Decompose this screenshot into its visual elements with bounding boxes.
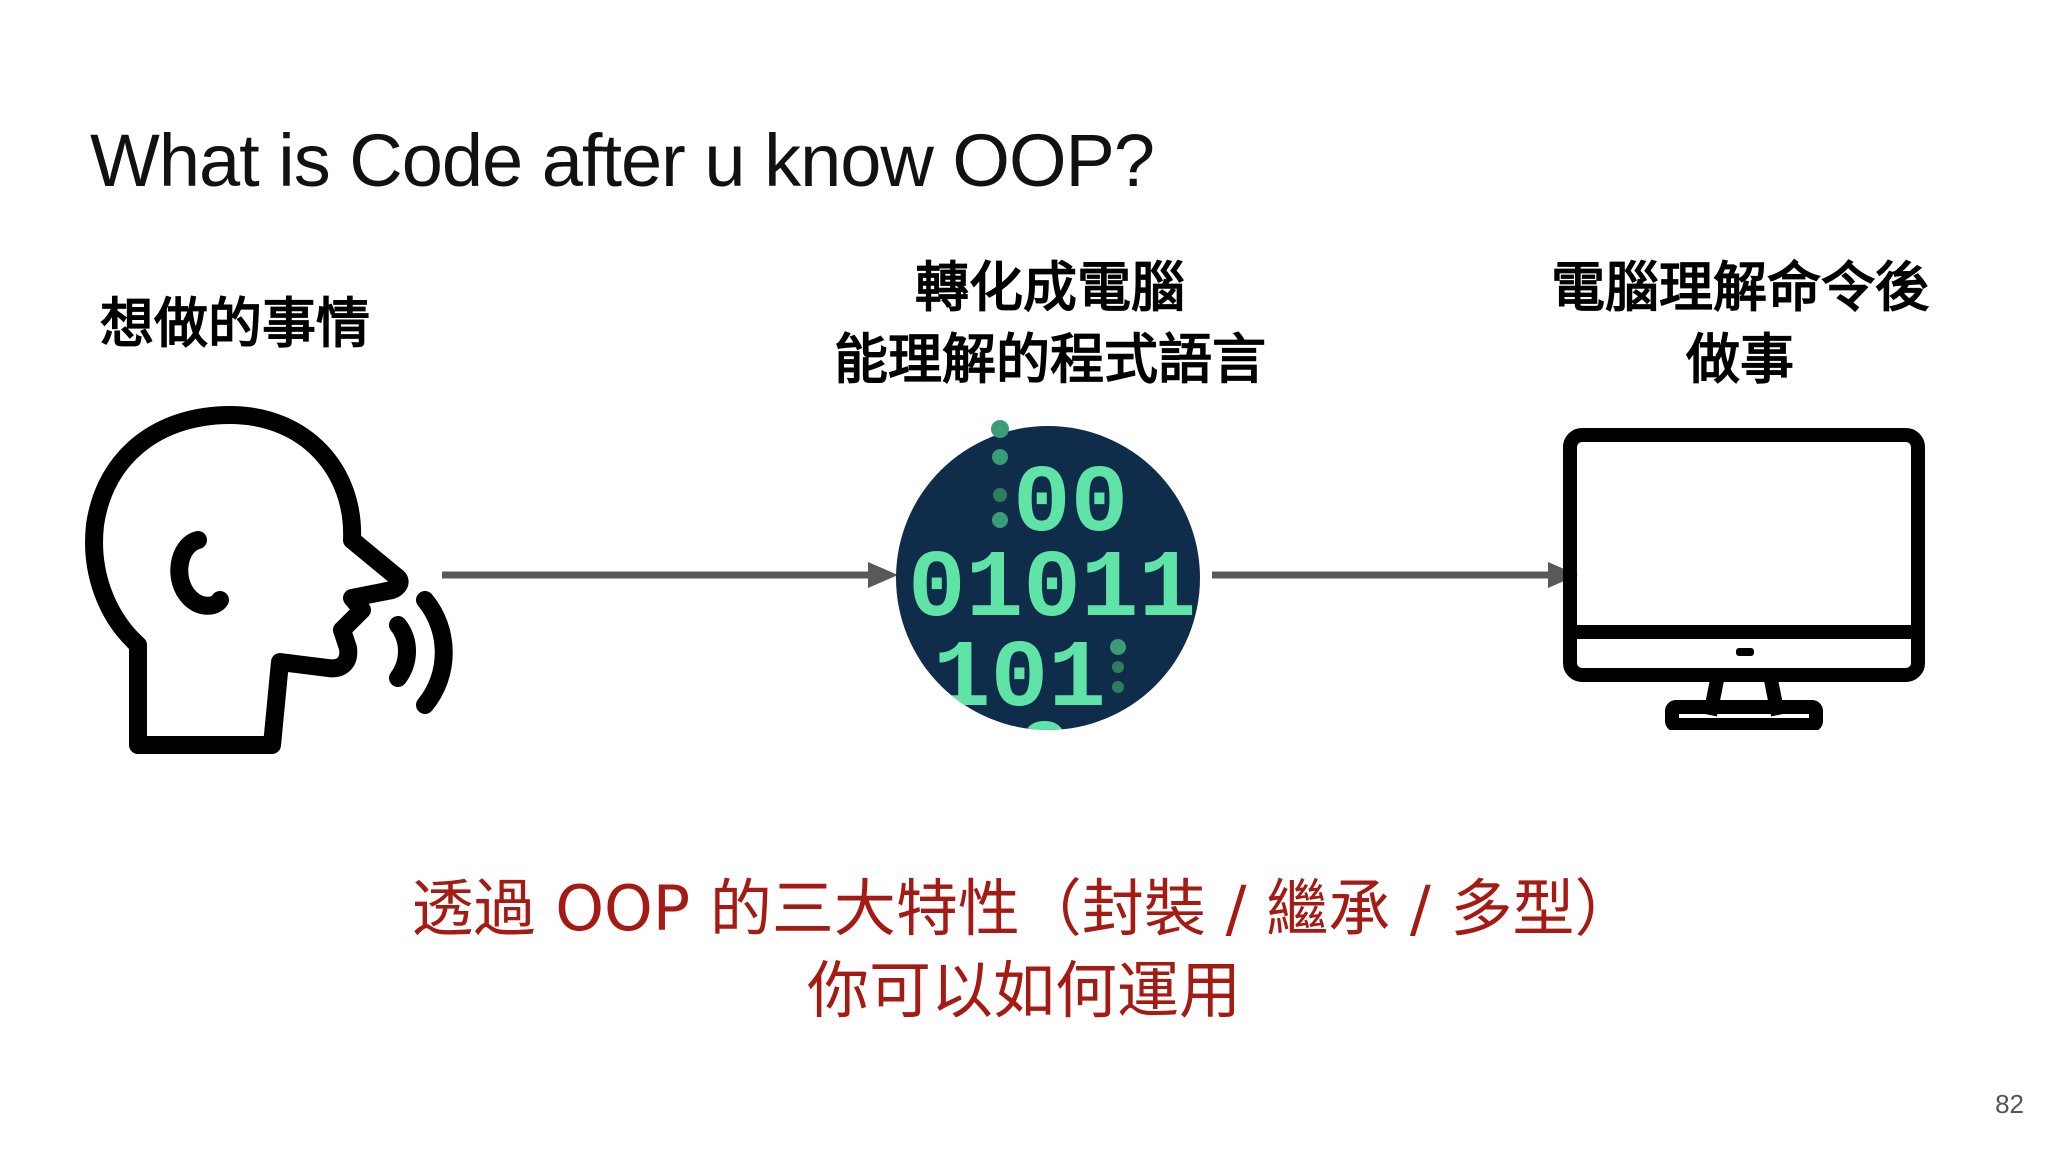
arrow-icon <box>1212 562 1578 588</box>
speaking-head-icon <box>85 406 453 754</box>
step-2-label: 轉化成電腦 能理解的程式語言 <box>750 252 1350 396</box>
step-3-label-line-1: 電腦理解命令後 <box>1551 256 1929 319</box>
step-3-label: 電腦理解命令後 做事 <box>1480 252 2000 396</box>
step-1-label-line: 想做的事情 <box>100 292 370 355</box>
caption-line-2: 你可以如何運用 <box>806 954 1241 1027</box>
page-number: 82 <box>1995 1089 2024 1119</box>
slide-title: What is Code after u know OOP? <box>90 119 1155 202</box>
step-1-label: 想做的事情 <box>100 288 370 360</box>
caption: 透過 OOP 的三大特性（封裝 / 繼承 / 多型） 你可以如何運用 <box>224 868 1824 1032</box>
computer-monitor-icon <box>1563 428 1925 730</box>
arrow-icon <box>442 562 898 588</box>
binary-row-2: 01011 <box>908 535 1196 644</box>
step-3-label-line-2: 做事 <box>1686 328 1794 391</box>
binary-row-1: 00 <box>1013 450 1128 559</box>
binary-row-4: 10 <box>958 705 1073 735</box>
binary-code-icon: 00 01011 101 10 <box>896 420 1200 735</box>
step-2-label-line-1: 轉化成電腦 <box>915 256 1185 319</box>
step-2-label-line-2: 能理解的程式語言 <box>834 328 1266 391</box>
caption-line-1: 透過 OOP 的三大特性（封裝 / 繼承 / 多型） <box>411 872 1637 945</box>
